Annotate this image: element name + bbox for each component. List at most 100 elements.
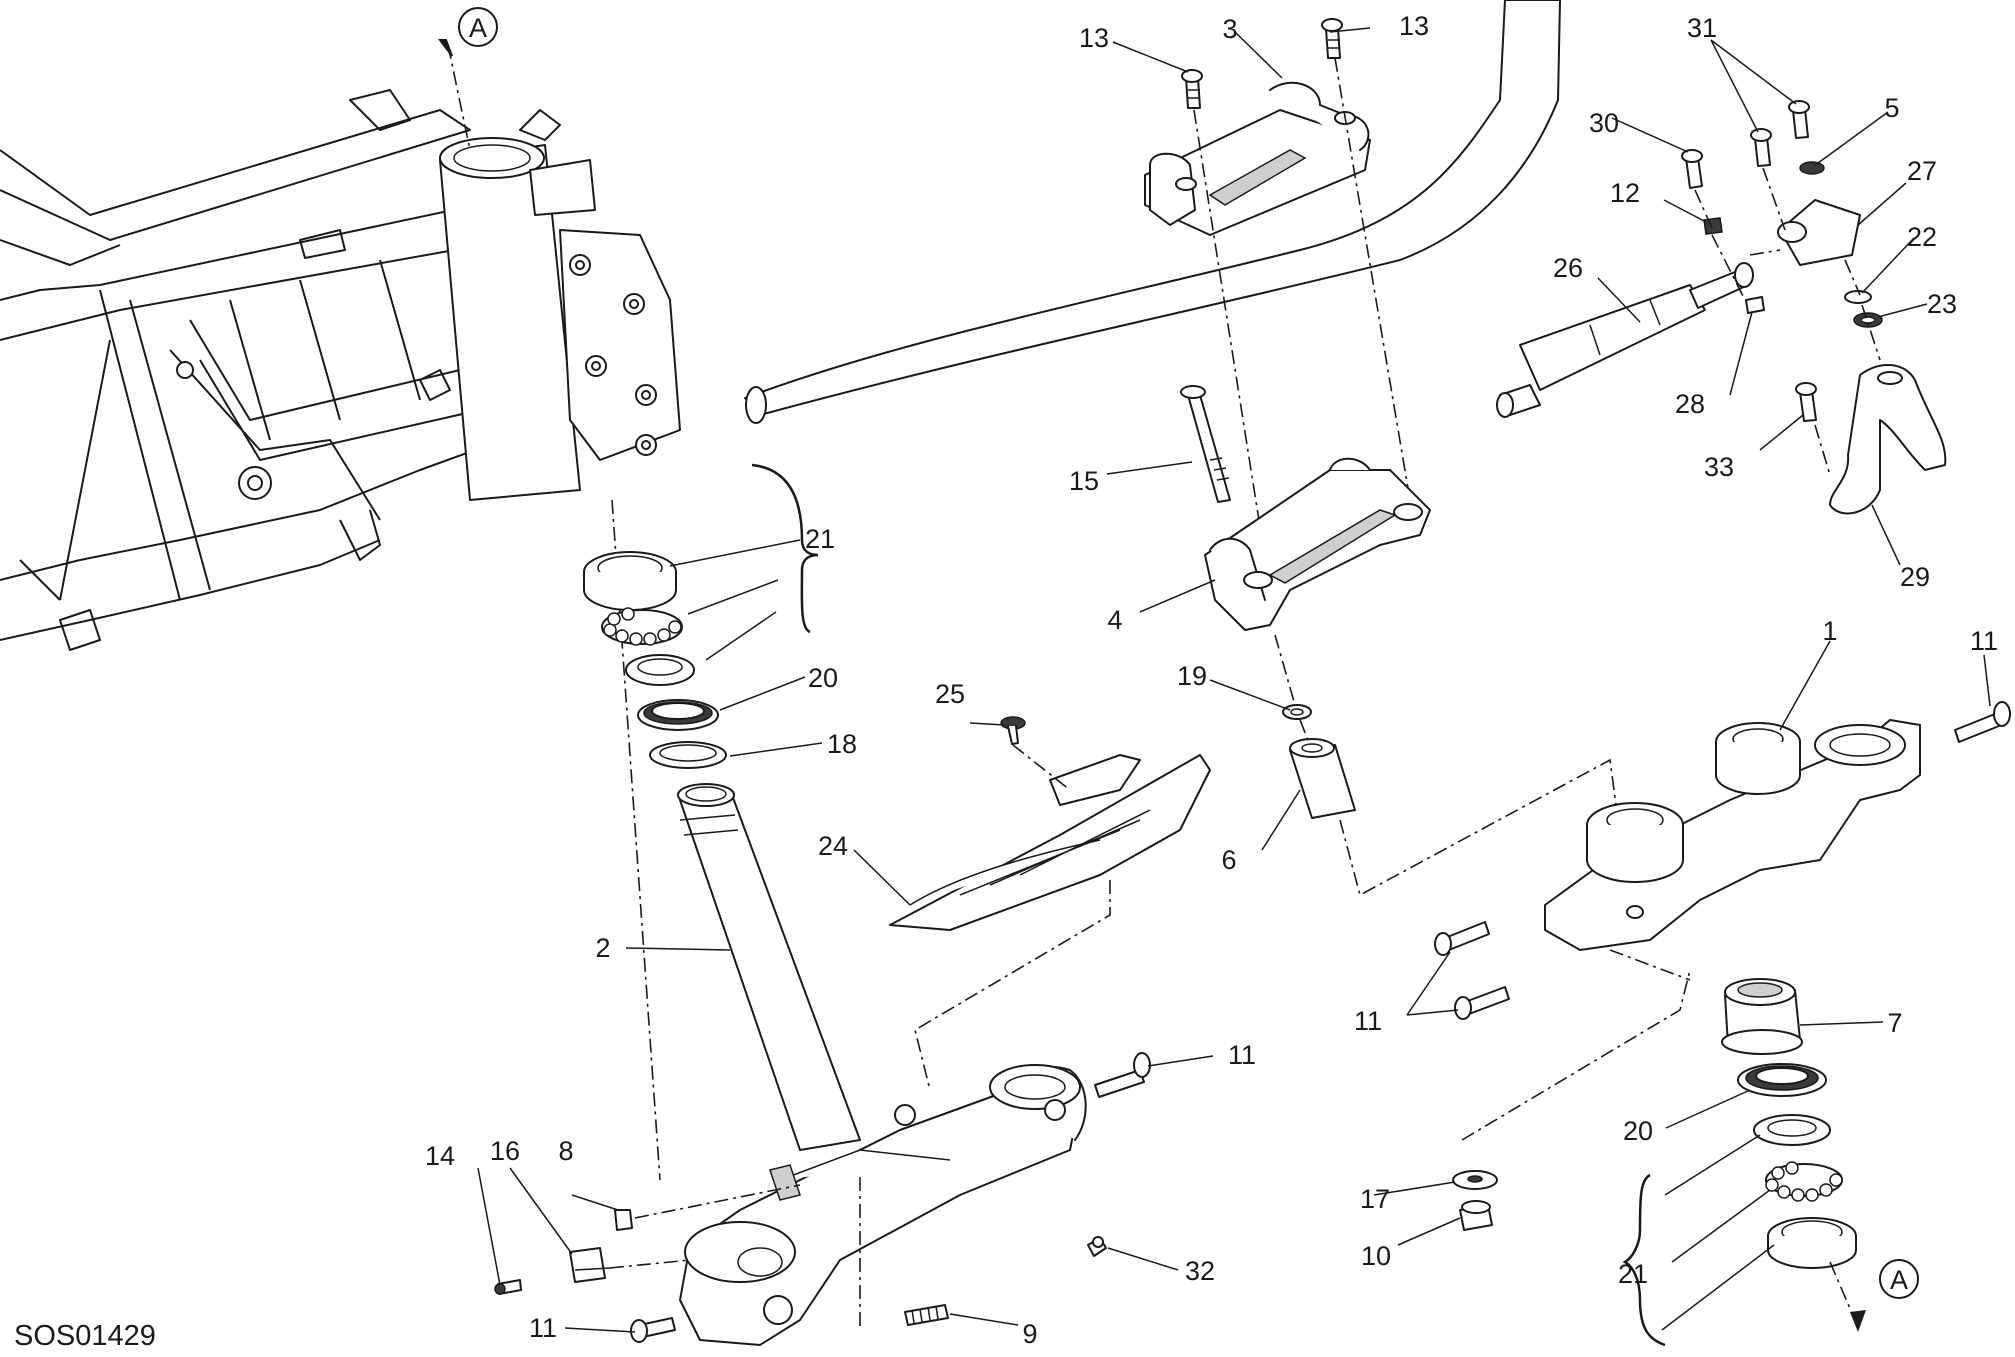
bolt-31-left — [1750, 128, 1772, 167]
shield-24-line — [914, 880, 1111, 1091]
nut-28 — [1745, 296, 1765, 314]
dust-seal-20-right — [1737, 1063, 1827, 1097]
label-24: 24 — [818, 831, 848, 861]
motorcycle-frame — [0, 89, 681, 651]
dust-seal-20 — [637, 699, 719, 731]
label-2: 2 — [595, 933, 610, 963]
label-13-left: 13 — [1079, 23, 1109, 53]
plug-32 — [1087, 1236, 1107, 1257]
label-22: 22 — [1907, 222, 1937, 252]
callout-labels: 1 2 3 4 5 6 7 8 9 10 11 11 11 11 12 13 1… — [425, 11, 1998, 1349]
label-5: 5 — [1884, 93, 1899, 123]
brace-21-bottom — [1622, 1173, 1666, 1347]
washer-17 — [1452, 1170, 1498, 1190]
label-3: 3 — [1222, 14, 1237, 44]
label-14: 14 — [425, 1141, 455, 1171]
label-23: 23 — [1927, 289, 1957, 319]
nut-10 — [1459, 1200, 1493, 1231]
label-7: 7 — [1887, 1008, 1902, 1038]
nut-8-line — [634, 1184, 801, 1219]
bolt-33-line — [1814, 424, 1831, 476]
bolt-13-left — [1181, 69, 1203, 109]
label-13-right: 13 — [1399, 11, 1429, 41]
nut-8 — [614, 1209, 633, 1231]
spacer-6 — [1289, 738, 1356, 819]
steering-stem-2 — [677, 783, 861, 1151]
bolt-30 — [1681, 149, 1703, 189]
bolt-13-right — [1321, 18, 1343, 59]
bolt-11-lower-left-clamp — [630, 1317, 676, 1343]
stem-nut-7 — [1721, 978, 1803, 1055]
damper-left-line — [1694, 189, 1746, 301]
label-18: 18 — [827, 729, 857, 759]
washer-18 — [649, 741, 727, 769]
bolt-15 — [1180, 385, 1231, 503]
upper-triple-clamp-1 — [1544, 719, 1921, 951]
label-4: 4 — [1107, 605, 1122, 635]
bolt-11-lower-right-clamp — [1094, 1052, 1151, 1098]
clamp-27-line — [1749, 167, 1786, 256]
label-16: 16 — [490, 1136, 520, 1166]
label-27: 27 — [1907, 156, 1937, 186]
label-11-top-right: 11 — [1970, 626, 1998, 656]
label-20-left: 20 — [808, 663, 838, 693]
bolt-31-right — [1788, 100, 1810, 139]
clamp-27 — [1777, 199, 1861, 266]
lower-bearing-axis — [1829, 1261, 1856, 1321]
grub-screw-9 — [904, 1304, 949, 1326]
handlebar — [744, 0, 1561, 424]
steering-damper-26 — [1496, 262, 1754, 418]
bolt-11-upper-clamp-b — [1454, 986, 1510, 1020]
label-11-right-clamp: 11 — [1354, 1006, 1382, 1036]
drawing-code: SOS01429 — [14, 1320, 156, 1352]
label-28: 28 — [1675, 389, 1705, 419]
label-19: 19 — [1177, 661, 1207, 691]
washer-19 — [1282, 704, 1312, 720]
label-21-bottom: 21 — [1618, 1259, 1648, 1289]
label-6: 6 — [1221, 845, 1236, 875]
shield-24 — [889, 754, 1211, 931]
spacer-6-line — [1339, 758, 1619, 897]
clamp-16 — [569, 1247, 611, 1283]
lower-bearing-set-right — [1753, 1114, 1857, 1269]
label-29: 29 — [1900, 562, 1930, 592]
bolt-13-right-line — [1334, 57, 1411, 501]
nut-10-line — [1461, 969, 1691, 1141]
leader-lines — [477, 27, 1991, 1333]
screw-25 — [1000, 716, 1026, 745]
lower-triple-clamp — [679, 1064, 1087, 1346]
spacer-line — [1274, 634, 1311, 746]
bolt-11-upper-clamp-a — [1434, 921, 1490, 956]
label-20-right: 20 — [1623, 1116, 1653, 1146]
nut-12 — [1703, 217, 1723, 235]
label-1: 1 — [1822, 616, 1837, 646]
label-12: 12 — [1610, 178, 1640, 208]
label-30: 30 — [1589, 108, 1619, 138]
handlebar-clamp-bottom-4 — [1204, 457, 1431, 631]
washer-22 — [1844, 290, 1872, 304]
label-31: 31 — [1687, 13, 1717, 43]
reference-marker-top: A — [438, 7, 498, 151]
stem-nut-line — [1609, 949, 1691, 981]
upper-bearing-set — [583, 551, 695, 686]
label-33: 33 — [1704, 452, 1734, 482]
clamp-16-line — [609, 1259, 691, 1269]
label-15: 15 — [1069, 466, 1099, 496]
label-11-lower-clamp: 11 — [1228, 1040, 1256, 1070]
label-9: 9 — [1022, 1319, 1037, 1349]
reference-marker-bottom-label: A — [1890, 1265, 1908, 1295]
label-26: 26 — [1553, 253, 1583, 283]
arrow-to-a-bottom — [1850, 1310, 1866, 1332]
label-10: 10 — [1361, 1241, 1391, 1271]
bolt-33 — [1795, 382, 1817, 422]
bolt-11-upper-clamp-right — [1954, 701, 2011, 743]
handlebar-clamp-top-3 — [1144, 81, 1371, 236]
screw-14 — [494, 1279, 522, 1295]
label-25: 25 — [935, 679, 965, 709]
washer-23 — [1853, 312, 1883, 328]
washer-5 — [1799, 161, 1825, 175]
label-32: 32 — [1185, 1256, 1215, 1286]
bracket-29 — [1829, 363, 1947, 515]
washer-line — [1844, 259, 1881, 361]
